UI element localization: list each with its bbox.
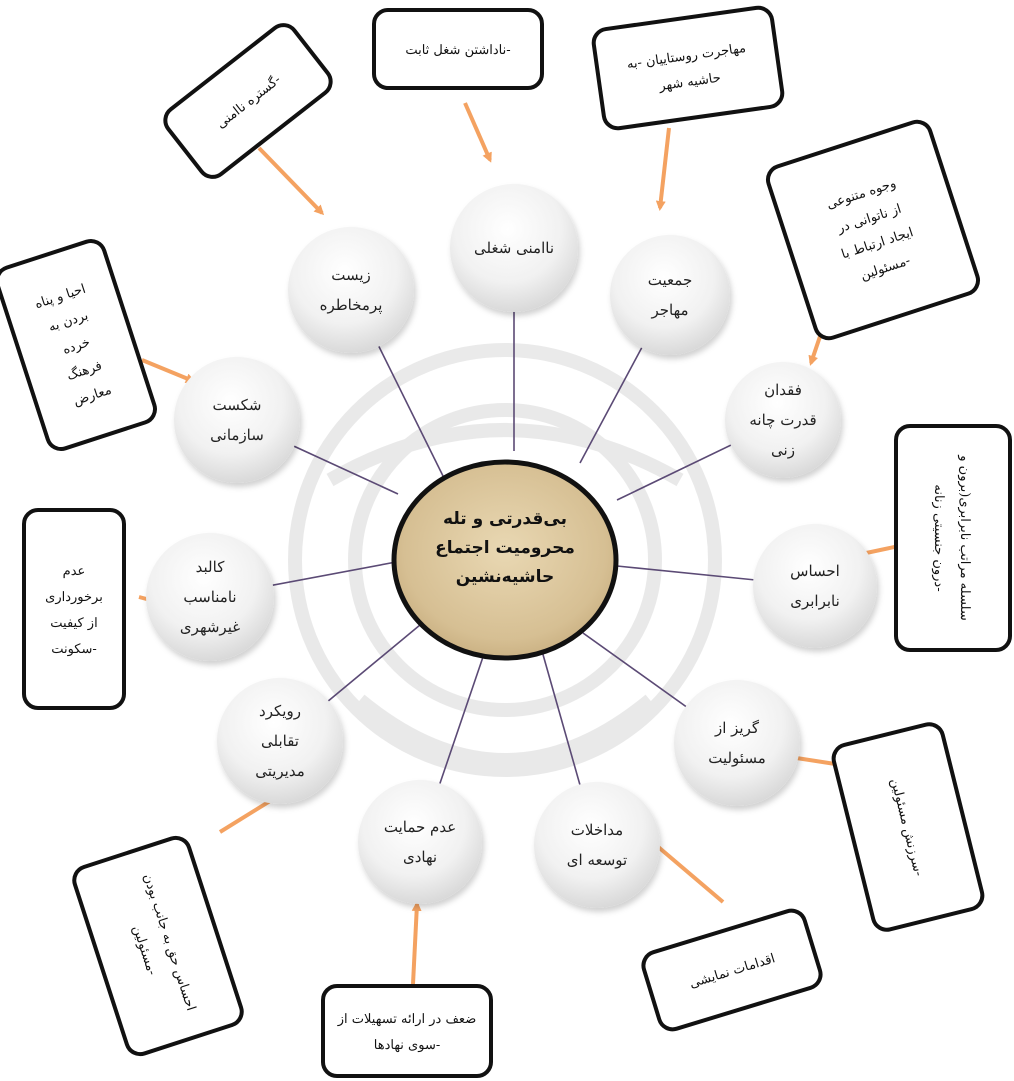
- center-line-2: محرومیت اجتماع: [435, 538, 575, 558]
- box-frame: [765, 119, 981, 341]
- node-circle: [610, 235, 730, 355]
- box-frame: [641, 908, 823, 1032]
- node-circle: [217, 678, 343, 804]
- arrow-connector: [655, 127, 671, 211]
- box-frame: [0, 238, 157, 452]
- annotation-boxes: ناداشتن شغل ثابت- مهاجرت روستاییان -بهحاش…: [0, 5, 1012, 1078]
- node-label: نابرابری: [790, 592, 840, 610]
- node-n-improper-form: کالبد نامناسب غیرشهری: [146, 533, 274, 661]
- node-label: احساس: [790, 562, 840, 580]
- node-label: قدرت چانه: [749, 411, 816, 429]
- node-n-dev-interventions: مداخلات توسعه ای: [534, 782, 660, 908]
- box-label: سوی نهادها-: [374, 1038, 441, 1053]
- node-n-no-bargaining: فقدان قدرت چانه زنی: [725, 362, 841, 478]
- node-label: عدم حمایت: [384, 818, 456, 836]
- box-b-blame-officials: سرزنش مسئولین-: [831, 722, 985, 932]
- box-b-showcase-actions: اقدامات نمایشی: [641, 908, 823, 1032]
- arrow-connector: [411, 901, 422, 985]
- arrow-connector: [463, 102, 492, 163]
- box-b-insecurity-scope: گستره ناامنی-: [163, 23, 333, 179]
- node-label: نهادی: [403, 848, 437, 866]
- node-label: نامناسب: [183, 588, 236, 606]
- box-b-inequality-hierarchy: سلسله مراتب نابرابری(برون و درون جنسیتی ز…: [894, 424, 1012, 652]
- box-b-weak-facilities: ضعف در ارائه تسهیلات از سوی نهادها-: [321, 984, 493, 1078]
- node-label: جمعیت: [648, 271, 692, 289]
- box-label: درون جنسیتی زنانه-: [931, 484, 946, 591]
- node-circle: [288, 227, 414, 353]
- box-b-poor-housing: عدم برخورداری از کیفیت سکونت-: [22, 508, 126, 710]
- node-circle: [174, 357, 300, 483]
- node-label: توسعه ای: [567, 851, 627, 869]
- node-n-risky-living: زیست پرمخاطره: [288, 227, 414, 353]
- node-circle: [358, 780, 482, 904]
- box-frame: [22, 508, 126, 710]
- node-label: زیست: [331, 266, 371, 284]
- node-label: پرمخاطره: [320, 296, 383, 314]
- node-n-job-insecurity: ناامنی شغلی: [450, 184, 578, 312]
- center-line-1: بی‌قدرتی و تله: [443, 509, 567, 529]
- box-frame: [72, 835, 244, 1057]
- node-circle: [674, 680, 800, 806]
- node-n-no-inst-support: عدم حمایت نهادی: [358, 780, 482, 904]
- box-frame: [163, 23, 333, 179]
- node-label: مداخلات: [571, 821, 623, 839]
- box-frame: [591, 5, 785, 131]
- node-label: فقدان: [764, 381, 802, 399]
- node-label: مهاجر: [650, 301, 688, 319]
- node-label: مدیریتی: [255, 762, 305, 780]
- node-label: تقابلی: [261, 732, 299, 750]
- factor-nodes: ناامنی شغلی جمعیت مهاجر فقدان قدرت چانه زنی اح…: [146, 184, 877, 908]
- box-label: از کیفیت: [50, 616, 97, 631]
- node-n-inequality: احساس نابرابری: [753, 524, 877, 648]
- box-label: عدم: [63, 564, 86, 579]
- box-frame: [372, 8, 544, 90]
- arrow-connector: [141, 358, 196, 383]
- node-label: شکست: [213, 396, 262, 414]
- box-label: سکونت-: [51, 642, 97, 657]
- box-label: ناداشتن شغل ثابت-: [405, 43, 510, 58]
- background-watermark: [288, 343, 722, 777]
- box-label: سلسله مراتب نابرابری(برون و: [957, 454, 972, 621]
- node-label: زنی: [771, 441, 795, 459]
- node-n-confront-mgmt: رویکرد تقابلی مدیریتی: [217, 678, 343, 804]
- node-label: رویکرد: [259, 702, 301, 720]
- box-b-no-stable-job: ناداشتن شغل ثابت-: [372, 8, 544, 90]
- node-circle: [450, 184, 578, 312]
- node-label: گریز از: [714, 719, 760, 737]
- node-label: مسئولیت: [708, 749, 766, 767]
- node-label: غیرشهری: [180, 618, 240, 636]
- node-label: ناامنی شغلی: [474, 239, 554, 257]
- central-concept: بی‌قدرتی و تله محرومیت اجتماع حاشیه‌نشین: [391, 459, 619, 661]
- box-label: ضعف در ارائه تسهیلات از: [337, 1012, 476, 1027]
- node-circle: [725, 362, 841, 478]
- node-label: سازمانی: [210, 426, 264, 444]
- node-label: کالبد: [196, 558, 226, 576]
- node-circle: [534, 782, 660, 908]
- node-circle: [753, 524, 877, 648]
- node-n-org-failure: شکست سازمانی: [174, 357, 300, 483]
- center-line-3: حاشیه‌نشین: [456, 567, 555, 587]
- box-frame: [831, 722, 985, 932]
- arrow-connector: [257, 146, 325, 216]
- node-circle: [146, 533, 274, 661]
- node-n-escape-resp: گریز از مسئولیت: [674, 680, 800, 806]
- box-label: برخورداری: [45, 590, 103, 605]
- node-n-migrant-pop: جمعیت مهاجر: [610, 235, 730, 355]
- box-frame: [321, 984, 493, 1078]
- box-frame: [894, 424, 1012, 652]
